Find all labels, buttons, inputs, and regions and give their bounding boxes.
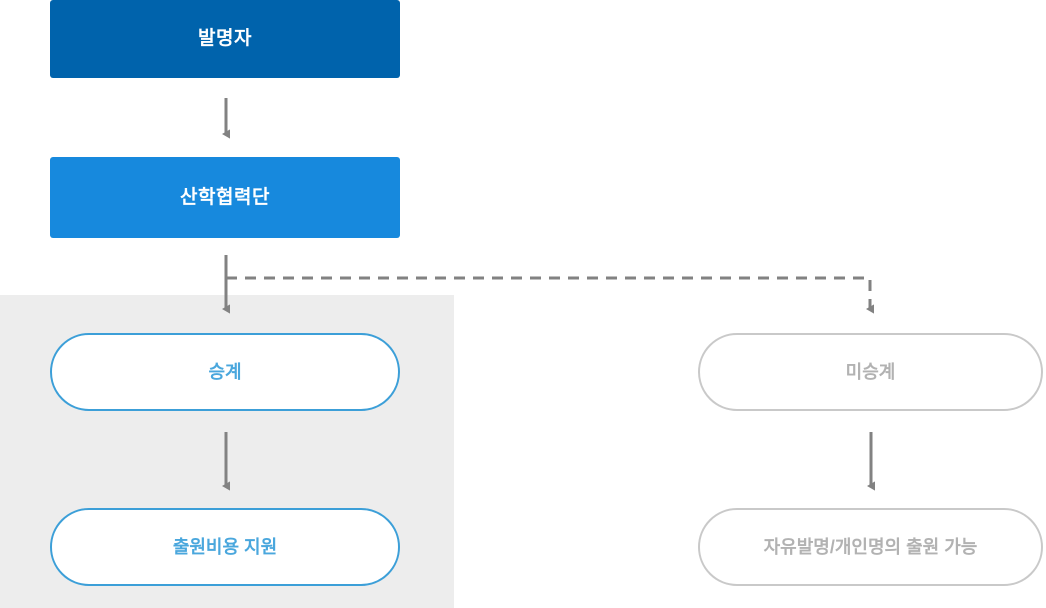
- node-no-succession: 미승계: [698, 333, 1043, 411]
- node-succession: 승계: [50, 333, 400, 411]
- node-filing-cost-support: 출원비용 지원: [50, 508, 400, 586]
- node-industry-academic-cooperation-foundation: 산학협력단: [50, 157, 400, 238]
- node-free-invention-personal-filing: 자유발명/개인명의 출원 가능: [698, 508, 1043, 586]
- node-itlo-label: 산학협력단: [180, 186, 270, 208]
- node-free-invention-label: 자유발명/개인명의 출원 가능: [763, 536, 978, 557]
- node-inventor: 발명자: [50, 0, 400, 78]
- node-no-succession-label: 미승계: [845, 361, 896, 382]
- node-succession-label: 승계: [208, 361, 242, 382]
- node-inventor-label: 발명자: [198, 28, 252, 50]
- node-filing-support-label: 출원비용 지원: [172, 536, 278, 557]
